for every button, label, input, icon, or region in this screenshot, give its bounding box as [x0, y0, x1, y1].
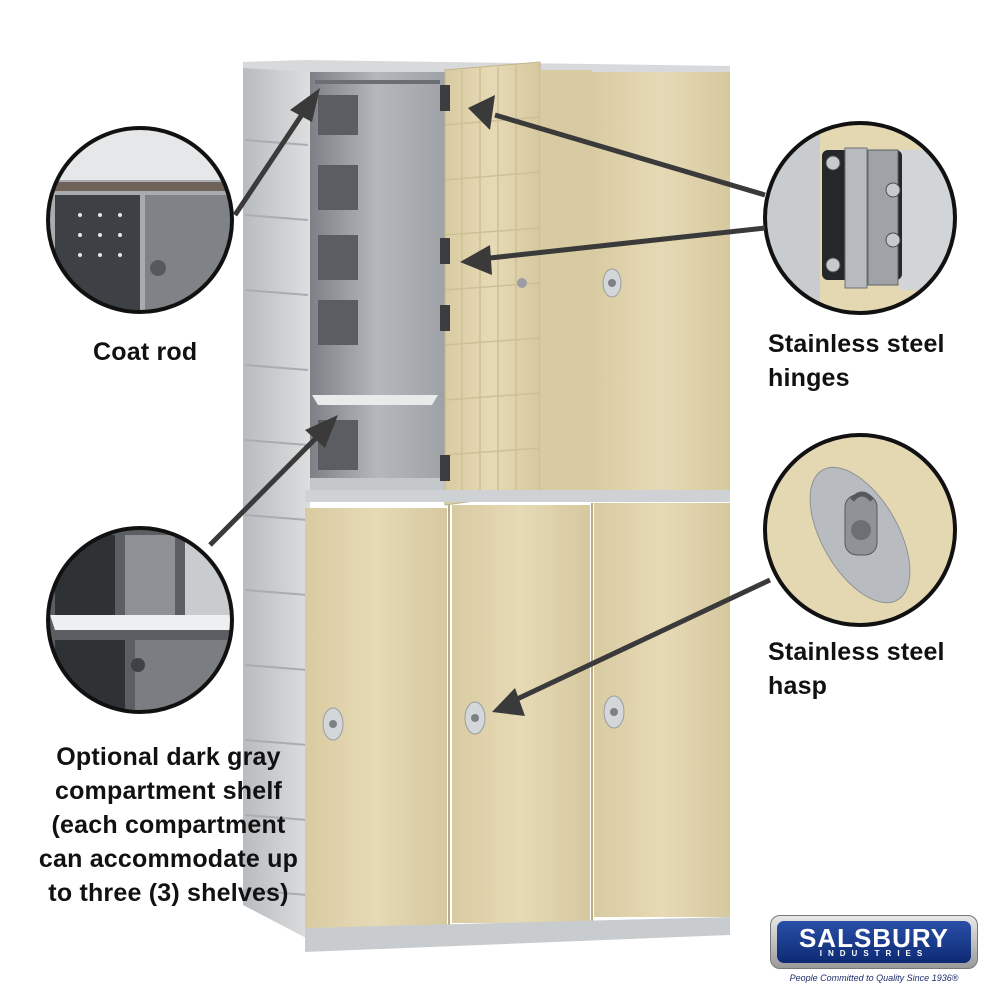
- arrow-hinge-middle: [489, 225, 766, 261]
- shelf-label-line-4: can accommodate up: [38, 845, 299, 873]
- salsbury-logo: SALSBURY INDUSTRIES People Committed to …: [770, 915, 978, 987]
- logo-name: SALSBURY: [798, 923, 950, 953]
- locker-base: [305, 917, 730, 952]
- upper-right-door: [540, 70, 730, 492]
- hasp-label-line-2: hasp: [768, 672, 828, 700]
- logo-tagline: People Committed to Quality Since 1936®: [789, 973, 959, 983]
- hasp-label: Stainless steel hasp: [768, 635, 945, 703]
- coat-rod-label-line: Coat rod: [93, 338, 198, 366]
- arrow-hinge-top: [494, 112, 766, 198]
- shelf-zoom: [46, 526, 234, 714]
- hasp-label-line-1: Stainless steel: [768, 638, 945, 666]
- middle-frame: [305, 490, 730, 502]
- hinges-label: Stainless steel hinges: [768, 327, 945, 395]
- locker-side-panel: [243, 65, 310, 940]
- lower-door-left: [305, 508, 447, 928]
- arrow-shelf: [208, 430, 324, 547]
- logo-badge: SALSBURY INDUSTRIES: [770, 915, 978, 969]
- hasp-zoom: [763, 433, 957, 627]
- open-compartment: [310, 72, 445, 500]
- shelf-label-line-5: to three (3) shelves): [48, 879, 289, 907]
- arrow-hasp: [513, 577, 772, 703]
- logo-badge-inner: SALSBURY INDUSTRIES: [777, 921, 971, 963]
- coat-rod-zoom: [46, 126, 234, 314]
- shelf-label-line-1: Optional dark gray: [56, 743, 281, 771]
- callout-arrows: [208, 88, 772, 716]
- hinges-label-line-2: hinges: [768, 364, 850, 392]
- shelf-label-line-3: (each compartment: [51, 811, 286, 839]
- arrow-coat-rod: [232, 108, 308, 217]
- coat-rod-label: Coat rod: [93, 335, 197, 369]
- door-hinges: [440, 85, 450, 481]
- shelf-label-line-2: compartment shelf: [54, 777, 283, 805]
- lower-door-right: [594, 503, 730, 917]
- hinge-zoom: [763, 121, 957, 315]
- compartment-shelf: [312, 395, 438, 405]
- shelf-label: Optional dark gray compartment shelf (ea…: [36, 740, 301, 910]
- door-latch: [517, 278, 527, 288]
- logo-subtitle: INDUSTRIES: [819, 949, 929, 958]
- open-door: [440, 61, 541, 506]
- hinges-label-line-1: Stainless steel: [768, 330, 945, 358]
